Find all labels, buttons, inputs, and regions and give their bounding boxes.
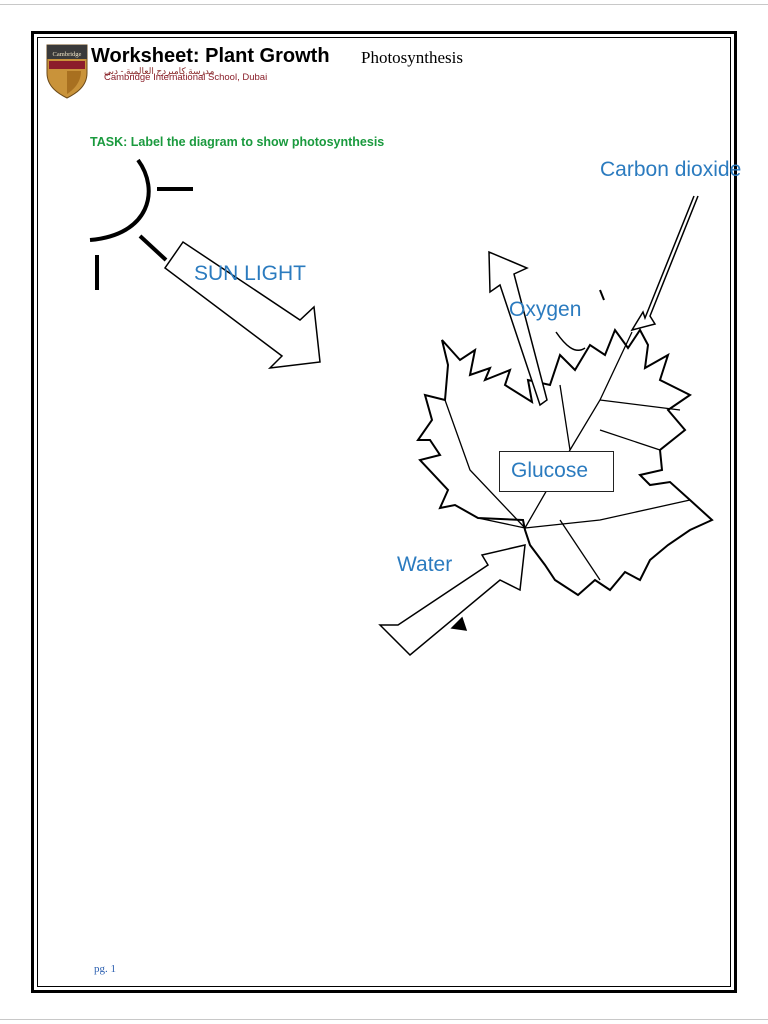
carbon-dioxide-arrow [555,195,699,352]
task-instruction: TASK: Label the diagram to show photosyn… [90,135,385,149]
worksheet-title: Worksheet: Plant Growth [91,45,330,67]
leaf-veins [444,331,691,581]
page-bottom-rule [0,1019,768,1020]
page-border-outer [31,31,737,993]
sunlight-arrow [163,240,321,370]
crest-text: Cambridge [53,51,82,58]
sun-icon [89,158,193,290]
page-border-inner [37,37,731,987]
school-name: Cambridge International School, Dubai [104,72,268,83]
maple-leaf [416,289,714,597]
subject-heading: Photosynthesis [361,48,464,67]
page-number: pg. 1 [94,963,116,975]
sunlight-label: SUN LIGHT [194,262,307,285]
page-top-rule [0,4,768,5]
glucose-label: Glucose [511,459,589,482]
carbon-dioxide-label: Carbon dioxide [600,158,742,181]
water-label: Water [397,553,453,576]
water-arrow [378,544,526,657]
school-crest-logo: Cambridge [46,44,88,99]
glucose-label-box: Glucose [499,451,614,492]
oxygen-arrow [488,250,548,407]
school-name-arabic: مدرسة كامبردج العالمية - دبي [104,66,215,76]
oxygen-label: Oxygen [509,298,582,321]
